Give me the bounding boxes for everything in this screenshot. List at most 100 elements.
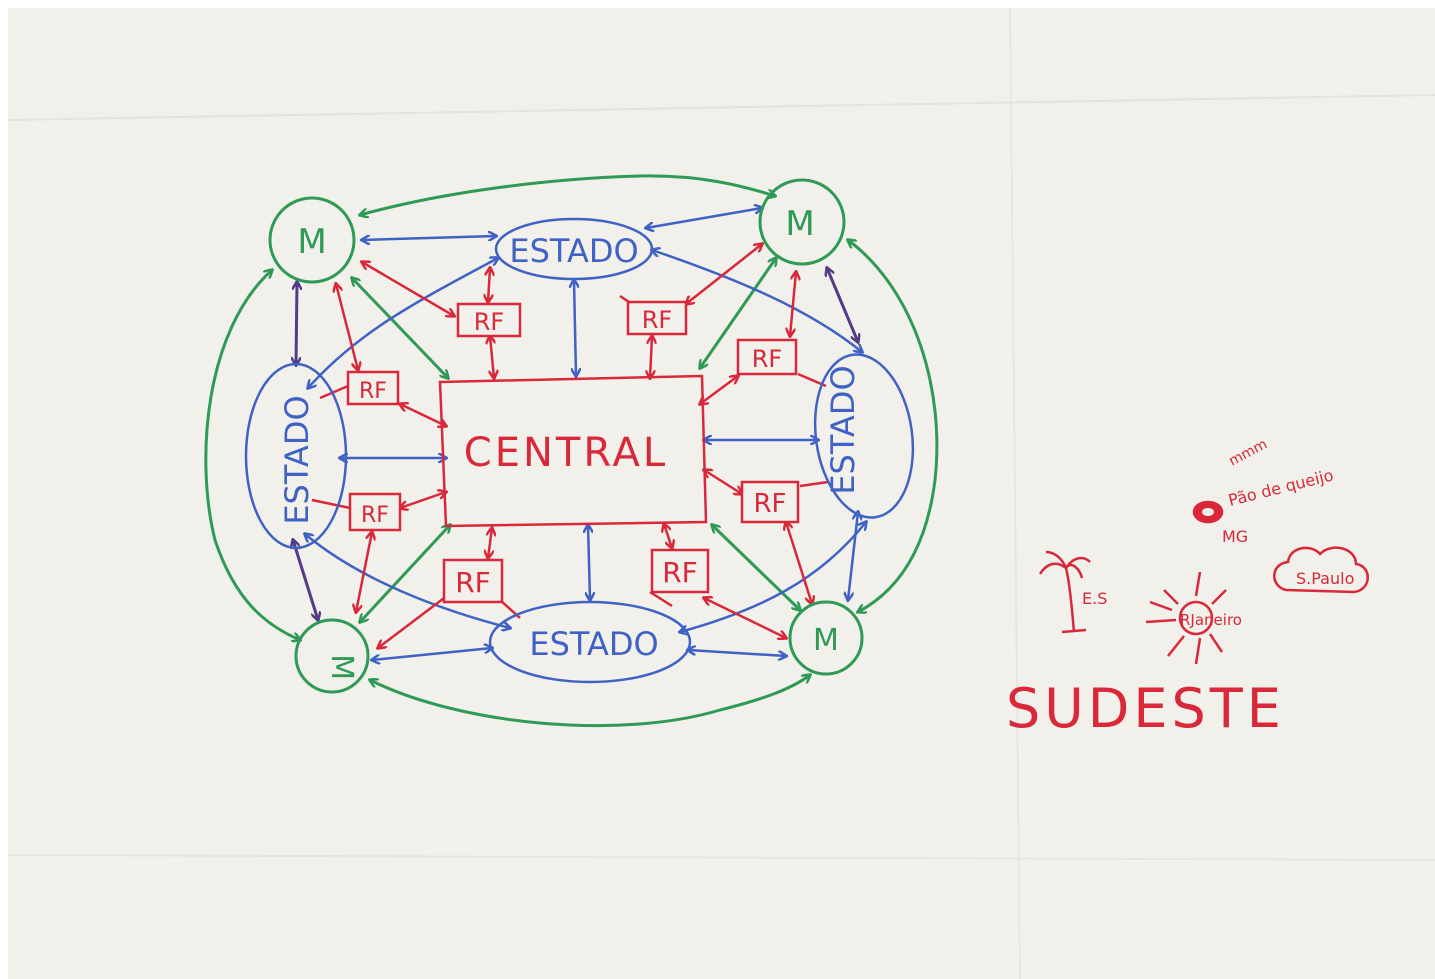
rf-node: RF (442, 558, 504, 604)
estado-rf-link (319, 384, 349, 400)
rf-central-link (400, 492, 446, 508)
rj-label: RJaneiro (1180, 611, 1242, 629)
m-estado-top-link (362, 236, 496, 240)
rf-central-link (704, 470, 742, 494)
m-estado-top-link (646, 208, 762, 228)
m-rf-link (786, 522, 812, 604)
m-estado-bottom-link (372, 648, 492, 660)
rf-label: RF (752, 345, 782, 373)
mg-label: MG (1222, 527, 1248, 546)
m-node-top-right: M (758, 178, 846, 266)
m-node-top-left: M (268, 196, 356, 284)
m-rf-link (378, 592, 452, 648)
estado-central-link (574, 280, 576, 376)
rf-central-link (490, 336, 494, 378)
estado-node-right: ESTADO (813, 353, 915, 519)
m-rf-link (356, 532, 372, 612)
rf-central-link (650, 336, 652, 378)
rf-box (456, 302, 522, 338)
rf-node: RF (740, 480, 800, 524)
paper-sheet (8, 8, 1435, 979)
estado-ellipse (494, 217, 654, 281)
m-to-m-left-arc (204, 270, 300, 640)
estado-label: ESTADO (529, 625, 658, 663)
m-circle (268, 196, 356, 284)
estado-rf-link (649, 590, 673, 608)
m-rf-link (790, 272, 796, 336)
m-estado-link (296, 282, 297, 365)
m-label: M (297, 222, 326, 262)
palm-tree-icon (1038, 550, 1091, 634)
m-to-m-top-arc (360, 174, 775, 215)
rf-node: RF (736, 338, 798, 376)
rf-boxes: RF RF RF RF RF RF RF RF (346, 300, 800, 604)
rf-box (442, 558, 504, 604)
paper-fold (7, 854, 1435, 861)
m-rf-link (336, 284, 358, 370)
rf-label: RF (474, 308, 504, 336)
estado-rf-link (799, 480, 829, 488)
rf-central-link (400, 404, 446, 426)
central-node: CENTRAL (438, 374, 708, 528)
central-label: CENTRAL (464, 430, 668, 476)
estado-label: ESTADO (278, 395, 316, 524)
es-label: E.S (1082, 589, 1107, 608)
rf-label: RF (662, 556, 698, 589)
m-circle (758, 178, 846, 266)
m-estado-bottom-link (688, 650, 786, 656)
cloud-icon (1273, 546, 1369, 594)
m-label: M (785, 204, 814, 244)
paper-fold (1009, 7, 1021, 979)
paper-fold (7, 94, 1435, 121)
rf-label: RF (455, 566, 491, 599)
rf-box (740, 480, 800, 524)
estado-ellipse (244, 362, 348, 550)
rf-box (650, 548, 710, 594)
m-label: M (813, 623, 839, 658)
estado-node-bottom: ESTADO (488, 600, 692, 684)
rf-central-link (700, 376, 738, 404)
m-node-bottom-right: M (788, 600, 864, 676)
m-label: M (324, 654, 359, 680)
central-box (438, 374, 708, 528)
rf-label: RF (753, 489, 786, 519)
rf-box (626, 300, 688, 336)
cheese-bread-icon (1192, 500, 1224, 524)
estado-label: ESTADO (509, 232, 638, 270)
m-circle (788, 600, 864, 676)
rf-central-link (488, 528, 492, 558)
rf-node: RF (650, 548, 710, 594)
sp-label: S.Paulo (1296, 569, 1354, 588)
m-circle (294, 618, 370, 694)
estado-ellipse (813, 353, 915, 519)
rf-box (736, 338, 798, 376)
estado-central-link (588, 525, 590, 600)
m-to-m-right-arc (848, 240, 939, 612)
estado-node-top: ESTADO (494, 217, 654, 281)
rf-box (346, 370, 400, 406)
m-to-m-bottom-arc (370, 675, 810, 728)
m-rf-link (704, 598, 786, 638)
estado-rf-link (311, 498, 351, 510)
m-node-bottom-left: M (294, 618, 370, 694)
rf-node: RF (626, 300, 688, 336)
rf-box (348, 492, 402, 532)
m-rf-link (362, 262, 454, 316)
rf-label: RF (359, 379, 387, 404)
rf-node: RF (456, 302, 522, 338)
rf-node: RF (348, 492, 402, 532)
sun-icon (1145, 571, 1227, 665)
rf-node: RF (346, 370, 400, 406)
estado-rf-link (488, 268, 490, 302)
m-rf-link (686, 244, 762, 304)
rf-label: RF (642, 306, 672, 334)
estado-ellipse (488, 600, 692, 684)
estado-label: ESTADO (824, 365, 862, 494)
estado-node-left: ESTADO (244, 362, 348, 550)
rf-central-link (664, 524, 672, 548)
rf-label: RF (361, 503, 389, 528)
m-estado-link (848, 512, 858, 600)
region-title: SUDESTE (1006, 677, 1285, 740)
